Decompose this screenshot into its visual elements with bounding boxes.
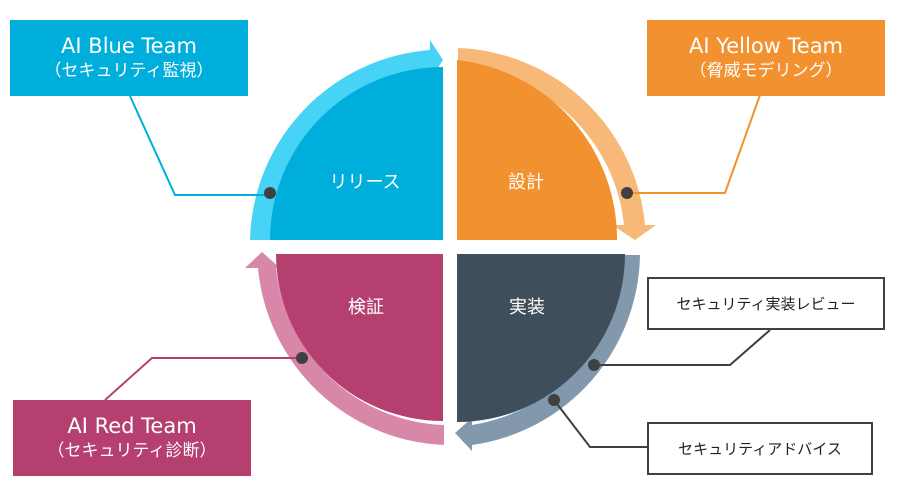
review-callout-label: セキュリティ実装レビュー (676, 295, 856, 313)
verify-quadrant (276, 254, 443, 421)
advice-callout-label: セキュリティアドバイス (678, 440, 842, 458)
release-arc (250, 40, 443, 240)
design-quadrant (457, 60, 618, 240)
blue-team-connector (129, 95, 270, 196)
advice-callout: セキュリティアドバイス (647, 422, 873, 475)
review-dot (588, 359, 600, 371)
red-team-title: AI Red Team (67, 414, 197, 438)
implement-quadrant (457, 254, 625, 422)
yellow-team-title: AI Yellow Team (688, 34, 844, 58)
red-team-subtitle: （セキュリティ診断） (47, 441, 217, 461)
yellow-team-box: AI Yellow Team （脅威モデリング） (647, 20, 885, 96)
release-quadrant (270, 67, 443, 240)
yellow-team-connector (627, 94, 761, 194)
verify-label: 検証 (348, 297, 384, 318)
blue-team-subtitle: （セキュリティ監視） (44, 61, 214, 81)
red-team-dot (296, 352, 308, 364)
review-callout: セキュリティ実装レビュー (647, 277, 885, 330)
blue-team-dot (264, 187, 276, 199)
blue-team-box: AI Blue Team （セキュリティ監視） (10, 20, 248, 96)
review-connector (594, 329, 771, 366)
red-team-box: AI Red Team （セキュリティ診断） (13, 400, 251, 476)
yellow-team-subtitle: （脅威モデリング） (689, 61, 843, 81)
advice-dot (548, 394, 560, 406)
advice-connector (553, 399, 650, 448)
verify-arc (245, 252, 444, 445)
implement-label: 実装 (509, 297, 545, 318)
release-label: リリース (329, 172, 401, 193)
yellow-team-dot (621, 187, 633, 199)
design-label: 設計 (508, 172, 544, 193)
blue-team-title: AI Blue Team (61, 34, 197, 58)
red-team-connector (104, 357, 302, 401)
